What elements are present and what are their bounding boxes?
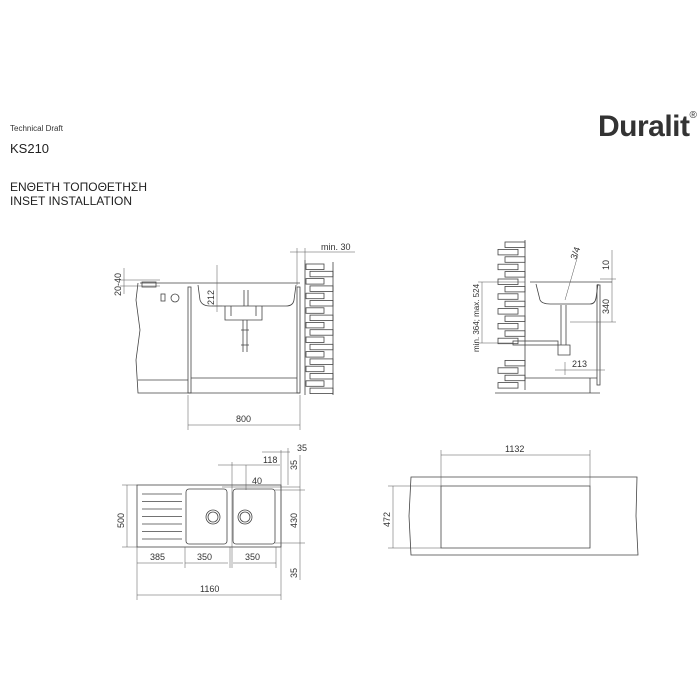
brick: [497, 382, 519, 389]
cutout-view: 1132 472: [382, 444, 639, 556]
brick: [305, 278, 325, 285]
cabinet-panel-left: [187, 286, 192, 394]
brick: [309, 343, 334, 351]
dim-bowl-depth: 340: [601, 299, 611, 314]
brick: [504, 315, 526, 322]
brick: [497, 308, 519, 315]
brick: [305, 263, 325, 270]
drain-trap: [557, 305, 571, 356]
dim-cabinet-width: 800: [236, 414, 251, 424]
dim-sink-width: 500: [116, 513, 126, 528]
dim-cutout-width: 472: [382, 512, 392, 527]
brick: [305, 351, 325, 358]
side-view: 3/4 min. 364; max. 524 10 340 213: [472, 240, 616, 394]
dim-bowl-right: 350: [245, 552, 260, 562]
drain-size-label: 3/4: [568, 246, 582, 261]
brick: [309, 387, 334, 395]
waste-pipe: [512, 340, 559, 346]
model-number: KS210: [10, 141, 50, 156]
brick: [504, 359, 526, 367]
sink-bowl-side: [535, 283, 599, 305]
dim-40: 40: [252, 476, 262, 486]
brick: [504, 330, 526, 337]
brick: [497, 293, 519, 300]
cabinet-panel: [596, 284, 601, 386]
drain-pipes: [224, 306, 263, 352]
brick: [504, 285, 526, 293]
brick: [305, 307, 325, 314]
dim-118: 118: [263, 455, 277, 465]
dim-total-length: 1160: [200, 584, 219, 594]
brick: [504, 271, 526, 278]
drain-right: [237, 509, 253, 525]
document-subtitle: Technical Draft: [10, 124, 63, 133]
dim-cutout-length: 1132: [505, 444, 524, 454]
brick: [497, 367, 519, 374]
dim-rim: 10: [601, 260, 611, 270]
brick: [309, 300, 334, 307]
brick: [305, 292, 325, 300]
dim-height-range: min. 364; max. 524: [472, 283, 481, 352]
control-button: [160, 293, 166, 302]
brick: [305, 365, 325, 373]
dim-drain-offset: 213: [572, 359, 587, 369]
brick: [309, 270, 334, 278]
brick: [309, 285, 334, 292]
brick: [305, 321, 325, 329]
bowl-left: [185, 488, 228, 545]
brick: [309, 373, 334, 380]
top-view: 500 385 350 350 1160 118 35 40 35 430 35: [116, 443, 307, 600]
dim-countertop: 20-40: [113, 273, 123, 296]
brand-logo: Duralit®: [598, 110, 697, 144]
brick: [309, 329, 334, 336]
dim-35-top: 35: [297, 443, 307, 453]
front-view: 20-40 212 min. 30 800: [113, 242, 355, 430]
brick: [305, 336, 325, 343]
cabinet-outline: [135, 282, 300, 394]
dim-drainer: 385: [150, 552, 165, 562]
brick: [497, 263, 519, 271]
title-english: INSET INSTALLATION: [10, 194, 133, 208]
brick: [504, 374, 526, 382]
countertop-section: [141, 281, 157, 288]
bowl-right: [232, 488, 276, 545]
title-greek: ΕΝΘΕΤΗ ΤΟΠΟΘΕΤΗΣΗ: [10, 180, 147, 194]
dim-wall-gap: min. 30: [321, 242, 351, 252]
brick: [497, 322, 519, 330]
brick: [504, 300, 526, 308]
brick: [309, 314, 334, 322]
brick-wall: [304, 260, 334, 395]
dim-bowl-left: 350: [197, 552, 212, 562]
brick: [309, 358, 334, 365]
dim-35-right: 35: [289, 460, 299, 470]
brick: [305, 380, 325, 387]
brick: [497, 248, 519, 256]
brick: [504, 241, 526, 248]
control-knob: [170, 293, 180, 303]
logo-text: Duralit: [598, 110, 690, 143]
countertop-hatched: [408, 476, 639, 556]
dim-35-bottom: 35: [289, 568, 299, 578]
drain-left: [205, 509, 221, 525]
dim-430: 430: [289, 513, 299, 528]
cabinet-panel-right: [296, 286, 301, 394]
brick: [504, 256, 526, 263]
registered-mark: ®: [689, 110, 697, 121]
dim-bowl-depth: 212: [206, 290, 216, 305]
